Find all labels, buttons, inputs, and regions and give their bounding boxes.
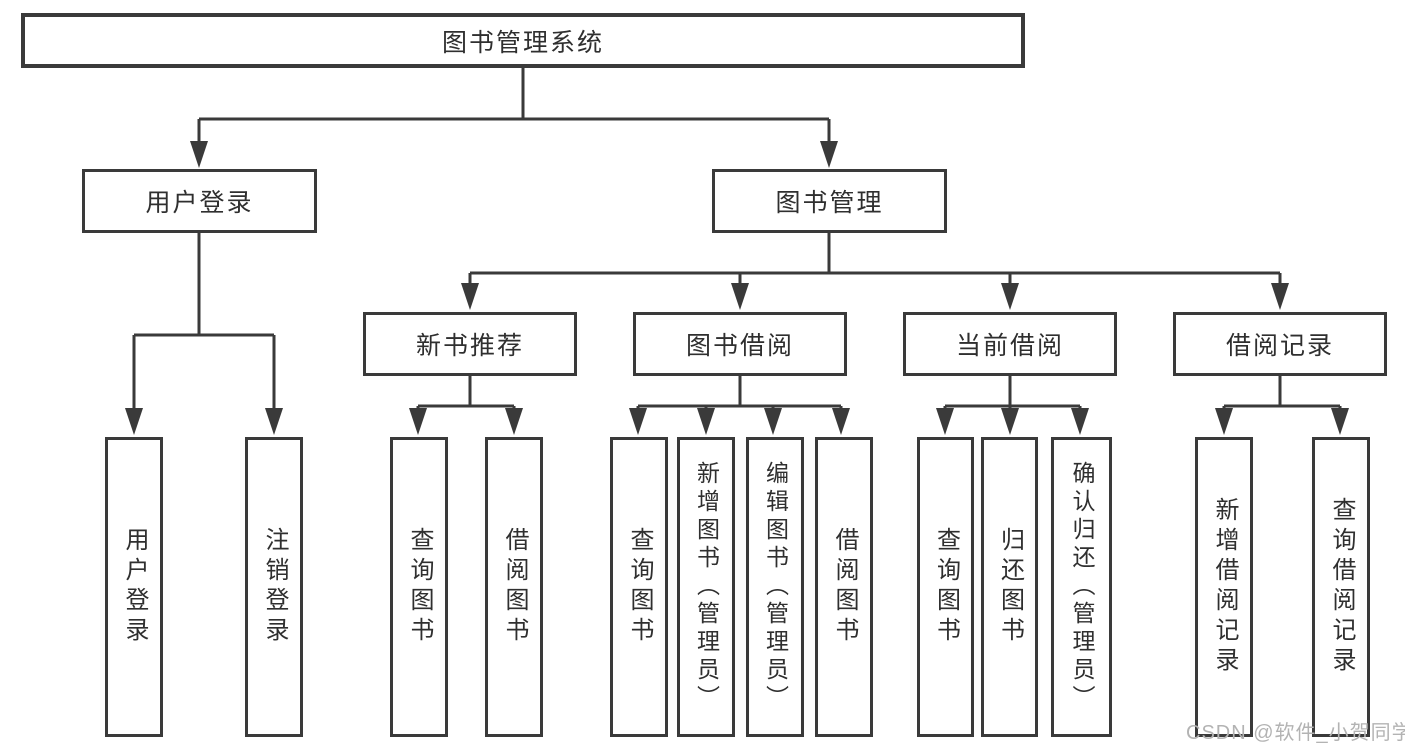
watermark: CSDN @软件_小贺同学	[1186, 722, 1405, 744]
node-book-management: 图书管理	[712, 169, 947, 233]
leaf-edit-books-admin: 编辑图书（管理员）	[746, 437, 804, 737]
leaf-query-borrow-record: 查询借阅记录	[1312, 437, 1370, 737]
node-borrow-records: 借阅记录	[1173, 312, 1387, 376]
leaf-borrow-books: 借阅图书	[815, 437, 873, 737]
node-current-borrow: 当前借阅	[903, 312, 1117, 376]
leaf-add-books-admin: 新增图书（管理员）	[677, 437, 735, 737]
leaf-query-books-recommend: 查询图书	[390, 437, 448, 737]
leaf-return-books: 归还图书	[981, 437, 1038, 737]
node-library-system: 图书管理系统	[21, 13, 1025, 68]
node-new-book-recommend: 新书推荐	[363, 312, 577, 376]
leaf-borrow-books-recommend: 借阅图书	[485, 437, 543, 737]
leaf-add-borrow-record: 新增借阅记录	[1195, 437, 1253, 737]
leaf-logout-login: 注销登录	[245, 437, 303, 737]
leaf-confirm-return-admin: 确认归还（管理员）	[1051, 437, 1112, 737]
leaf-user-login: 用户登录	[105, 437, 163, 737]
node-user-login: 用户登录	[82, 169, 317, 233]
node-book-borrow: 图书借阅	[633, 312, 847, 376]
arrowhead-icons	[125, 141, 1349, 435]
leaf-query-books-borrow: 查询图书	[610, 437, 668, 737]
leaf-query-books-current: 查询图书	[917, 437, 974, 737]
